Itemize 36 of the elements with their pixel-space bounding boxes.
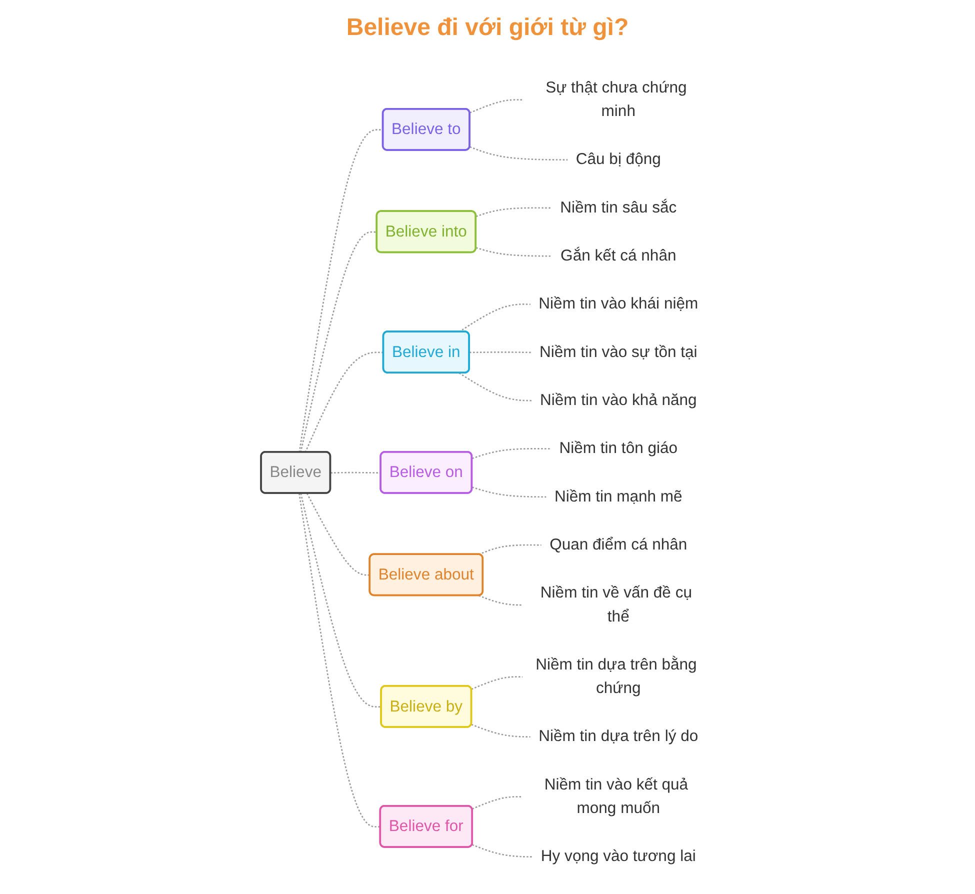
connector: [300, 493, 382, 708]
connector: [470, 676, 522, 690]
node-text: Niềm tin vào kết quả mong muốn: [544, 775, 688, 817]
node-text: Niềm tin dựa trên bằng chứng: [535, 655, 696, 697]
node-text: Niềm tin mạnh mẽ: [554, 487, 682, 505]
connector: [469, 99, 522, 114]
node-text: Gắn kết cá nhân: [560, 246, 676, 264]
node-text: Quan điểm cá nhân: [549, 535, 687, 553]
connector: [472, 486, 546, 498]
node-text: Niềm tin vào sự tồn tại: [539, 342, 697, 360]
connector: [476, 207, 552, 218]
node-text: Niềm tin tôn giáo: [558, 439, 678, 457]
connector: [472, 844, 532, 858]
node-text: Niềm tin vào khái niệm: [538, 294, 698, 312]
mind-map: Believe Believe to Sự thật chưa chứng minh Câu bị động Believe into Niềm tin sâu sắc Gắn kết cá nhân Believe in Niềm tin vào khái niệm Niềm tin vào sự tồn tại Niềm tin vào khả năng Believe on Niềm tin tôn giáo Niềm tin mạnh mẽ Believe about Quan điểm cá nhân Niềm tin về vấn đề cụ thể Believe by Niềm tin dựa trên bằng chứng Niềm tin dựa trên lý do Believe for Niềm tin vào kết quả mong muốn Hy vọng vào tương lai: [254, 60, 722, 884]
connector: [469, 352, 531, 354]
connector: [476, 247, 552, 257]
node-text: Niềm tin dựa trên lý do: [538, 727, 698, 745]
node-text: Niềm tin về vấn đề cụ thể: [540, 584, 692, 625]
connector: [306, 493, 370, 576]
connector: [458, 372, 532, 402]
connector: [330, 472, 381, 474]
connector: [469, 146, 568, 160]
connector: [298, 129, 383, 452]
connector: [478, 595, 522, 606]
connector: [298, 493, 380, 828]
node-text: Hy vọng vào tương lai: [540, 847, 696, 865]
connector: [472, 448, 551, 460]
connector: [472, 796, 522, 810]
node-text: Niềm tin sâu sắc: [560, 198, 676, 216]
connector: [300, 231, 377, 452]
diagram-title: Believe đi với giới từ gì?: [345, 13, 630, 42]
node-text: Sự thật chưa chứng minh: [545, 78, 686, 120]
node-text: Câu bị động: [576, 150, 661, 168]
connector: [470, 724, 530, 738]
node-text: Niềm tin vào khả năng: [540, 391, 696, 409]
